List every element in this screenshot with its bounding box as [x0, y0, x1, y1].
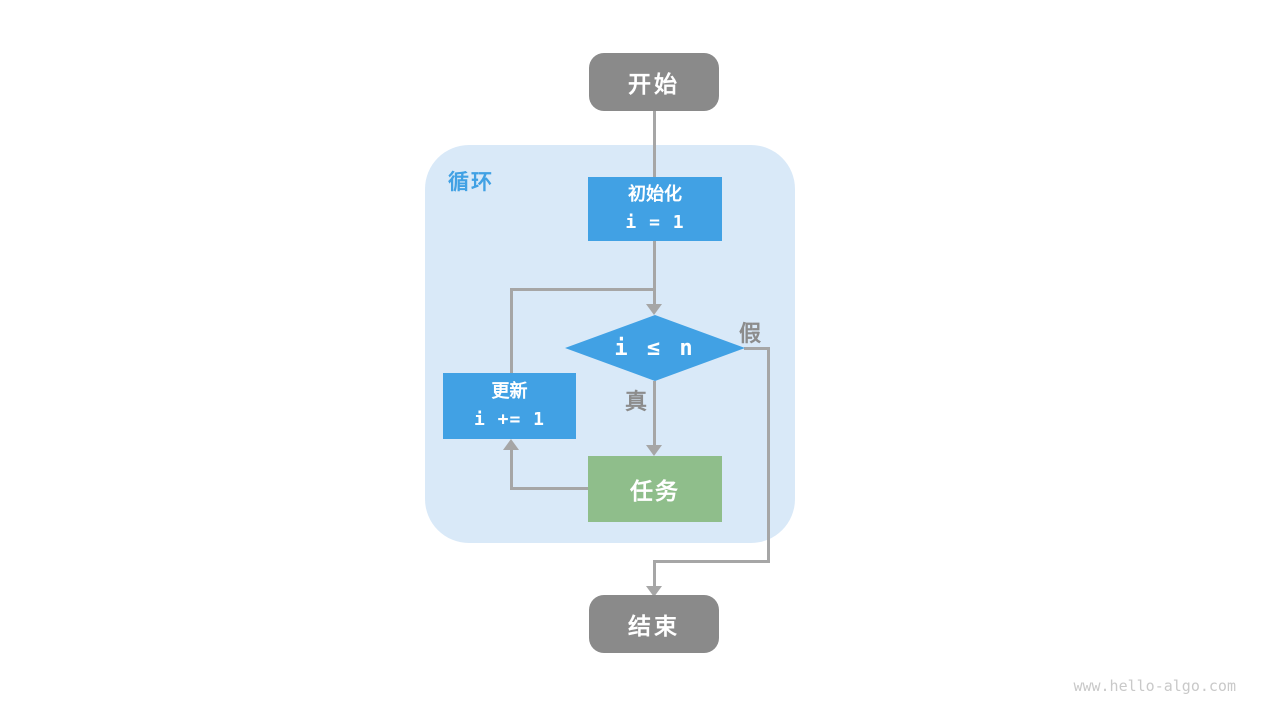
edge-false-branch-left: [653, 560, 770, 563]
update-node: 更新 i += 1: [443, 373, 576, 439]
update-node-title: 更新: [491, 381, 528, 403]
edge-false-branch-down: [767, 347, 770, 563]
init-node-title: 初始化: [628, 184, 682, 206]
init-node: 初始化 i = 1: [588, 177, 722, 241]
edge-condition-to-task: [653, 381, 656, 445]
edge-task-to-update-horizontal: [512, 487, 588, 490]
update-node-code: i += 1: [473, 409, 546, 430]
edge-start-to-init: [653, 111, 656, 177]
watermark-text: www.hello-algo.com: [1073, 677, 1236, 695]
arrowhead-into-condition-icon: [646, 304, 662, 315]
true-branch-label: 真: [625, 390, 648, 415]
end-node-label: 结束: [628, 614, 680, 640]
arrowhead-into-end-icon: [646, 586, 662, 597]
edge-false-branch-out: [744, 347, 770, 350]
false-branch-label: 假: [739, 322, 762, 347]
loop-container-label: 循环: [448, 170, 494, 194]
edge-update-loopback-vertical: [510, 288, 513, 373]
start-node: 开始: [589, 53, 719, 111]
start-node-label: 开始: [628, 72, 680, 98]
condition-node-code: i ≤ n: [614, 335, 696, 361]
edge-update-loopback-horizontal: [510, 288, 656, 291]
arrowhead-into-update-icon: [503, 439, 519, 450]
edge-init-to-condition: [653, 241, 656, 306]
edge-task-to-update-vertical: [510, 443, 513, 490]
init-node-code: i = 1: [625, 212, 685, 233]
end-node: 结束: [589, 595, 719, 653]
task-node: 任务: [588, 456, 722, 522]
arrowhead-into-task-icon: [646, 445, 662, 456]
edge-false-branch-into-end: [653, 560, 656, 586]
task-node-label: 任务: [630, 479, 680, 505]
